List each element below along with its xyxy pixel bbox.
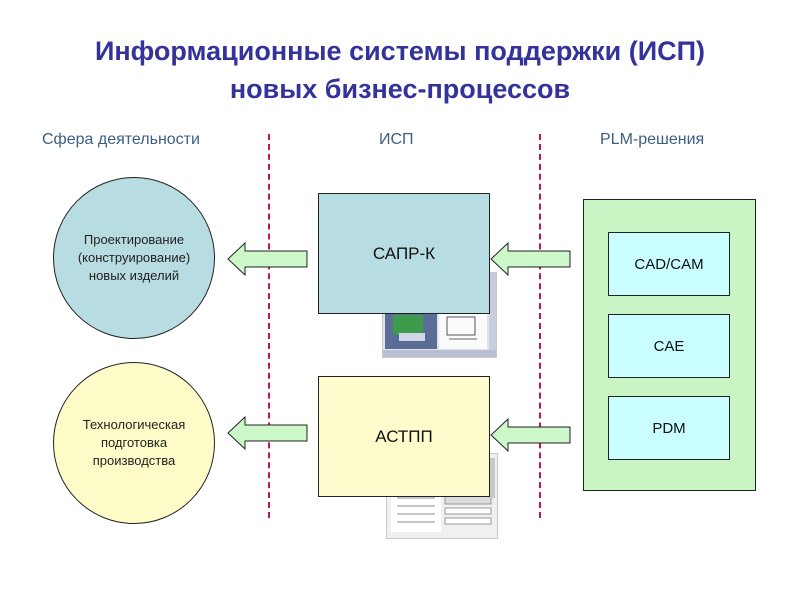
- slide-title: Информационные системы поддержки (ИСП) н…: [0, 32, 800, 108]
- plm-item-cadcam: CAD/CAM: [608, 232, 730, 296]
- activity-techprep-line-3: производства: [92, 453, 176, 468]
- system-astpp-label: АСТПП: [375, 426, 433, 446]
- activity-design-line-3: новых изделий: [88, 268, 180, 283]
- title-line-1: Информационные системы поддержки (ИСП): [94, 36, 706, 66]
- plm-item-pdm: PDM: [608, 396, 730, 460]
- system-sapr-k-label: САПР-К: [372, 243, 436, 263]
- plm-solutions-container: CAD/CAM CAE PDM: [583, 199, 756, 491]
- arrow-left-icon: [490, 418, 571, 452]
- arrow-left-icon: [227, 242, 308, 276]
- column-head-plm: PLM-решения: [600, 131, 705, 148]
- activity-design-line-2: (конструирование): [77, 250, 191, 265]
- plm-item-cae-label: CAE: [653, 337, 685, 355]
- divider-right: [539, 134, 541, 518]
- plm-item-pdm-label: PDM: [652, 419, 686, 437]
- divider-left: [268, 134, 270, 518]
- title-line-2: новых бизнес-процессов: [229, 74, 571, 104]
- arrow-left-icon: [227, 416, 308, 450]
- system-sapr-k-box: САПР-К: [318, 193, 490, 314]
- activity-design-circle: Проектирование (конструирование) новых и…: [53, 177, 215, 339]
- activity-techprep-circle: Технологическая подготовка производства: [53, 362, 215, 524]
- column-head-isp: ИСП: [379, 131, 414, 148]
- column-head-activity: Сфера деятельности: [42, 131, 200, 148]
- system-astpp-box: АСТПП: [318, 376, 490, 497]
- arrow-left-icon: [490, 242, 571, 276]
- activity-techprep-line-2: подготовка: [100, 435, 168, 450]
- plm-item-cadcam-label: CAD/CAM: [634, 255, 704, 273]
- plm-item-cae: CAE: [608, 314, 730, 378]
- activity-design-line-1: Проектирование: [83, 232, 185, 247]
- activity-techprep-line-1: Технологическая: [82, 417, 186, 432]
